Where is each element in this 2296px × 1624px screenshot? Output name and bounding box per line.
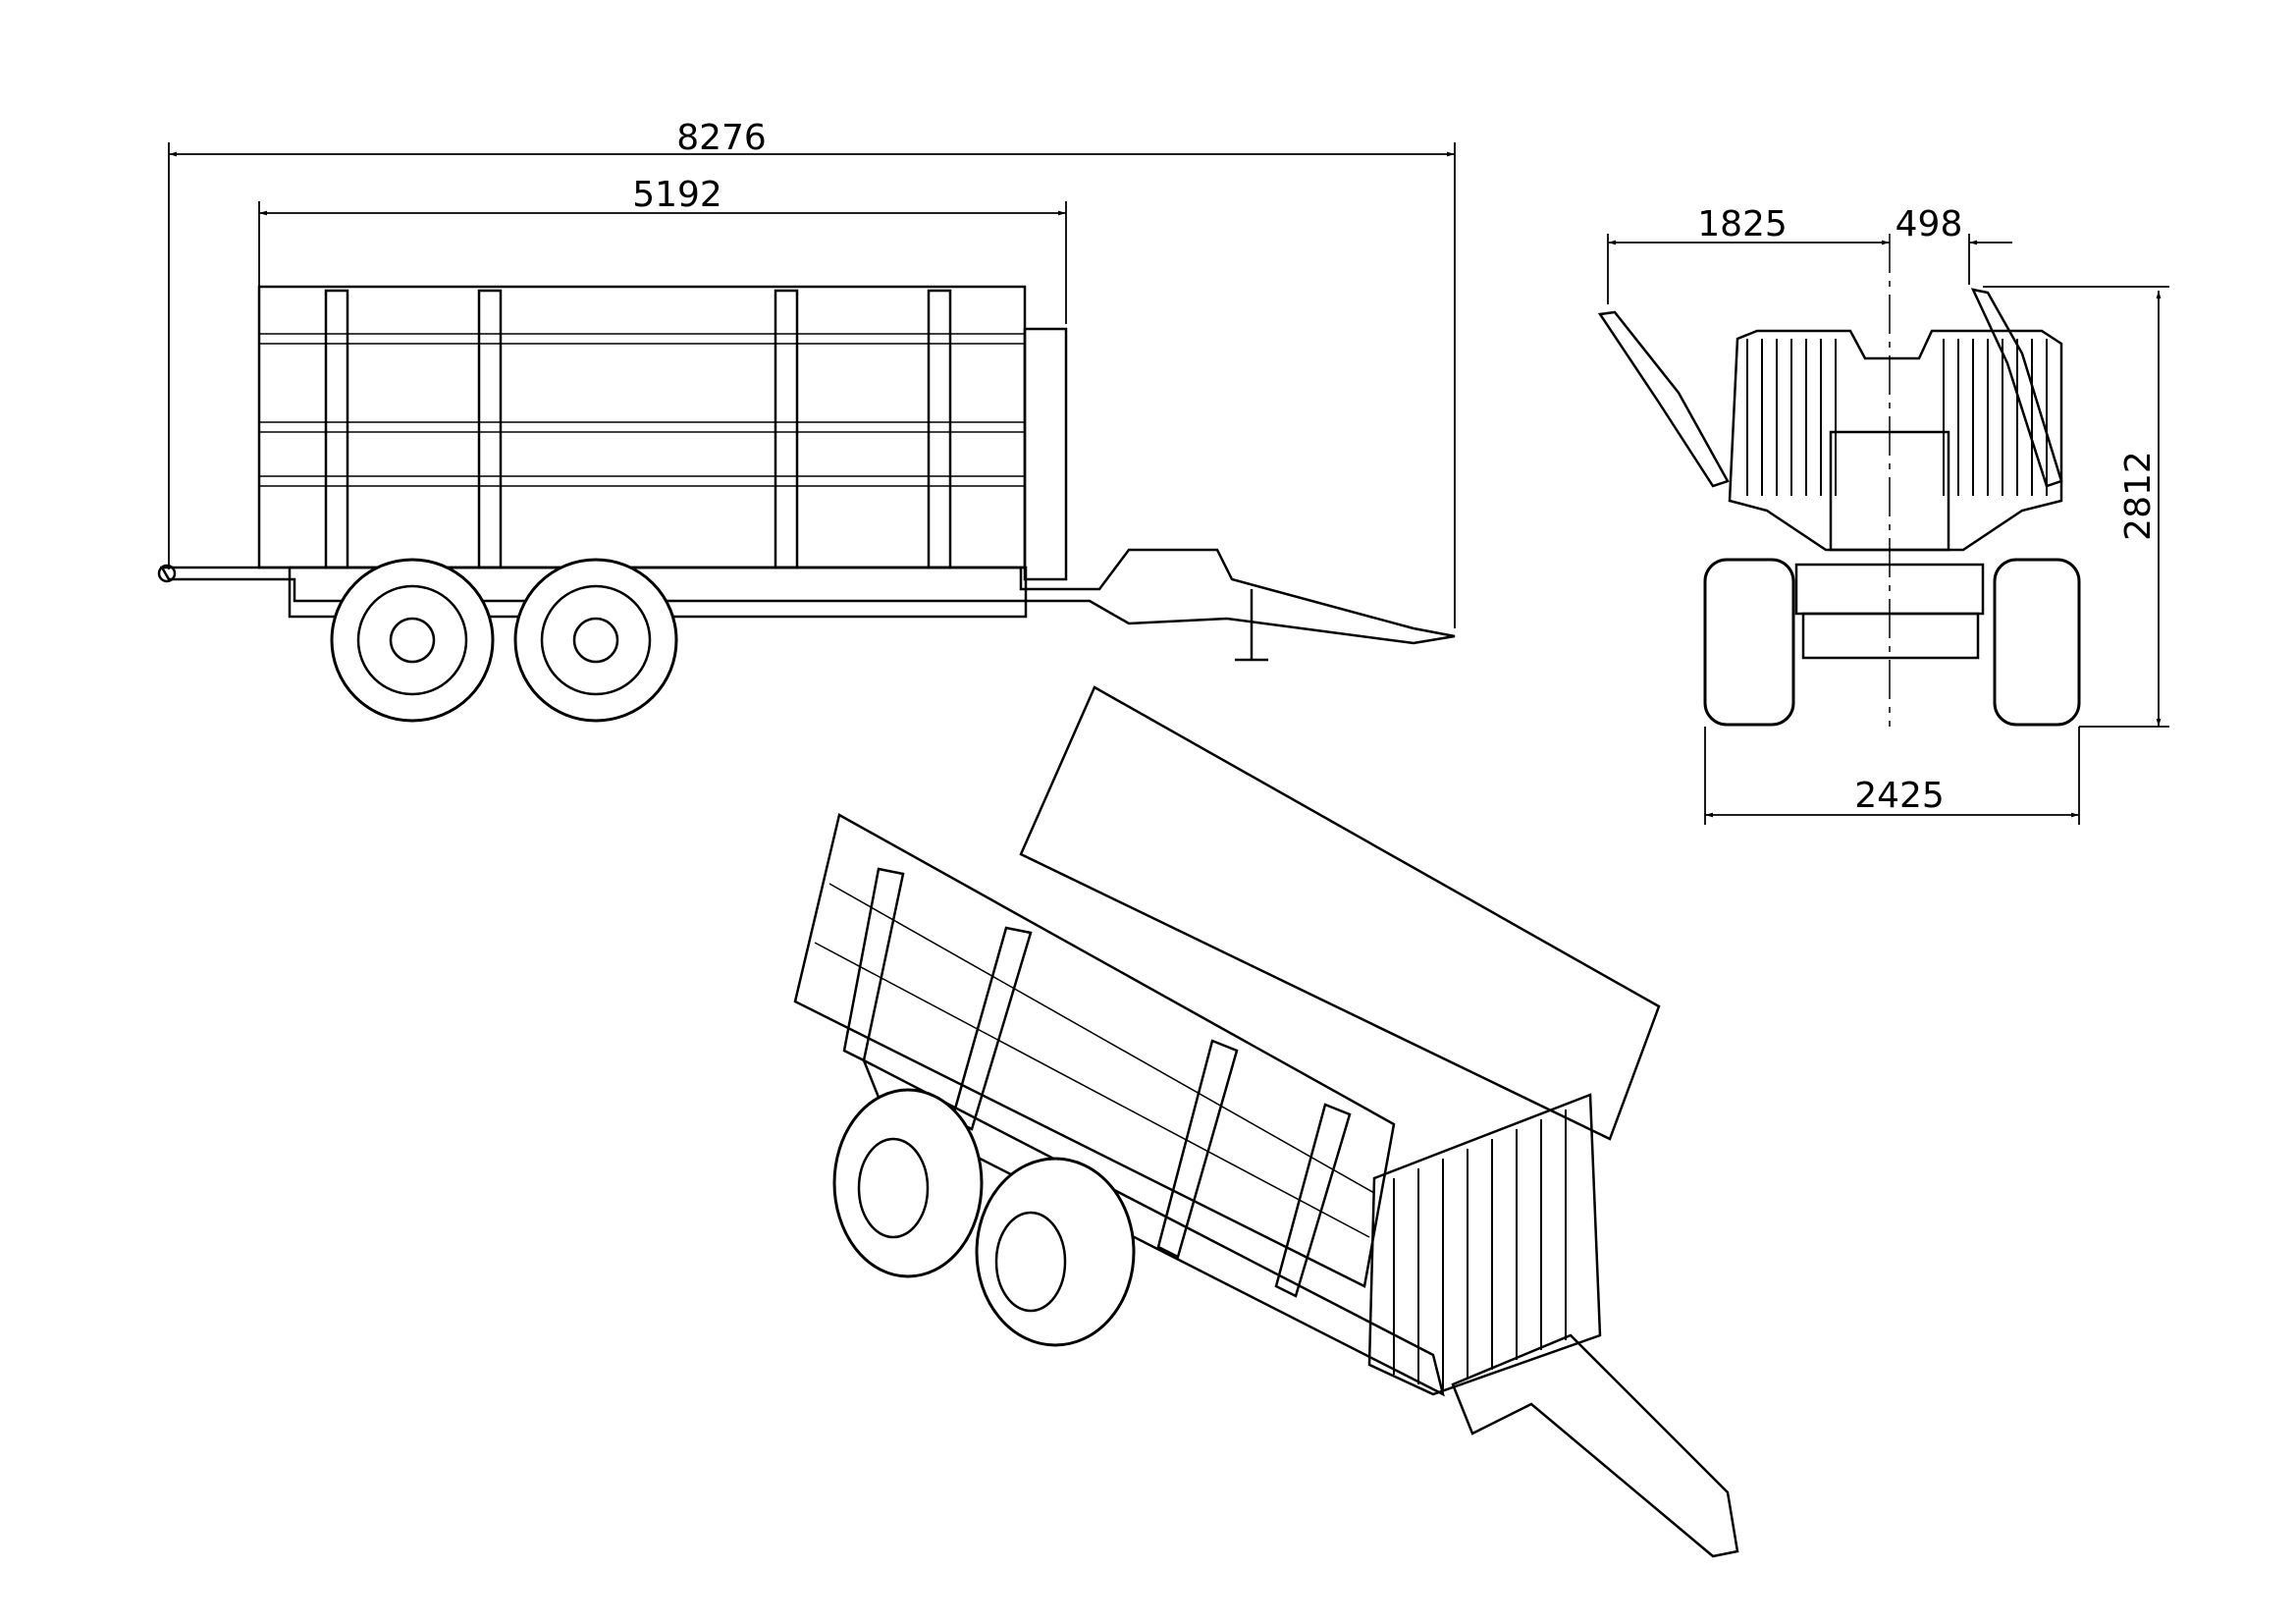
dimension-overall-length: 8276 [168, 118, 1456, 628]
dimension-label-2812: 2812 [2118, 451, 2159, 541]
side-view [157, 285, 1456, 723]
dimension-label-498: 498 [1896, 204, 1963, 244]
stakes [324, 289, 952, 569]
dimension-label-8276: 8276 [676, 118, 767, 158]
dimension-rear-offsets: 1825 498 [1607, 204, 2012, 727]
wheel-iso-2 [975, 1157, 1136, 1347]
dimension-body-length: 5192 [258, 175, 1067, 324]
wheel-rear [513, 558, 678, 723]
dimension-label-5192: 5192 [632, 175, 722, 215]
dimension-label-1825: 1825 [1697, 204, 1788, 244]
wheel-front [330, 558, 495, 723]
dimension-label-2425: 2425 [1854, 776, 1945, 816]
wheel-iso-1 [832, 1088, 984, 1278]
dimension-width: 2425 [1704, 727, 2080, 825]
rear-view [1597, 288, 2081, 727]
isometric-view [793, 685, 1739, 1558]
dimension-height: 2812 [1983, 286, 2169, 728]
